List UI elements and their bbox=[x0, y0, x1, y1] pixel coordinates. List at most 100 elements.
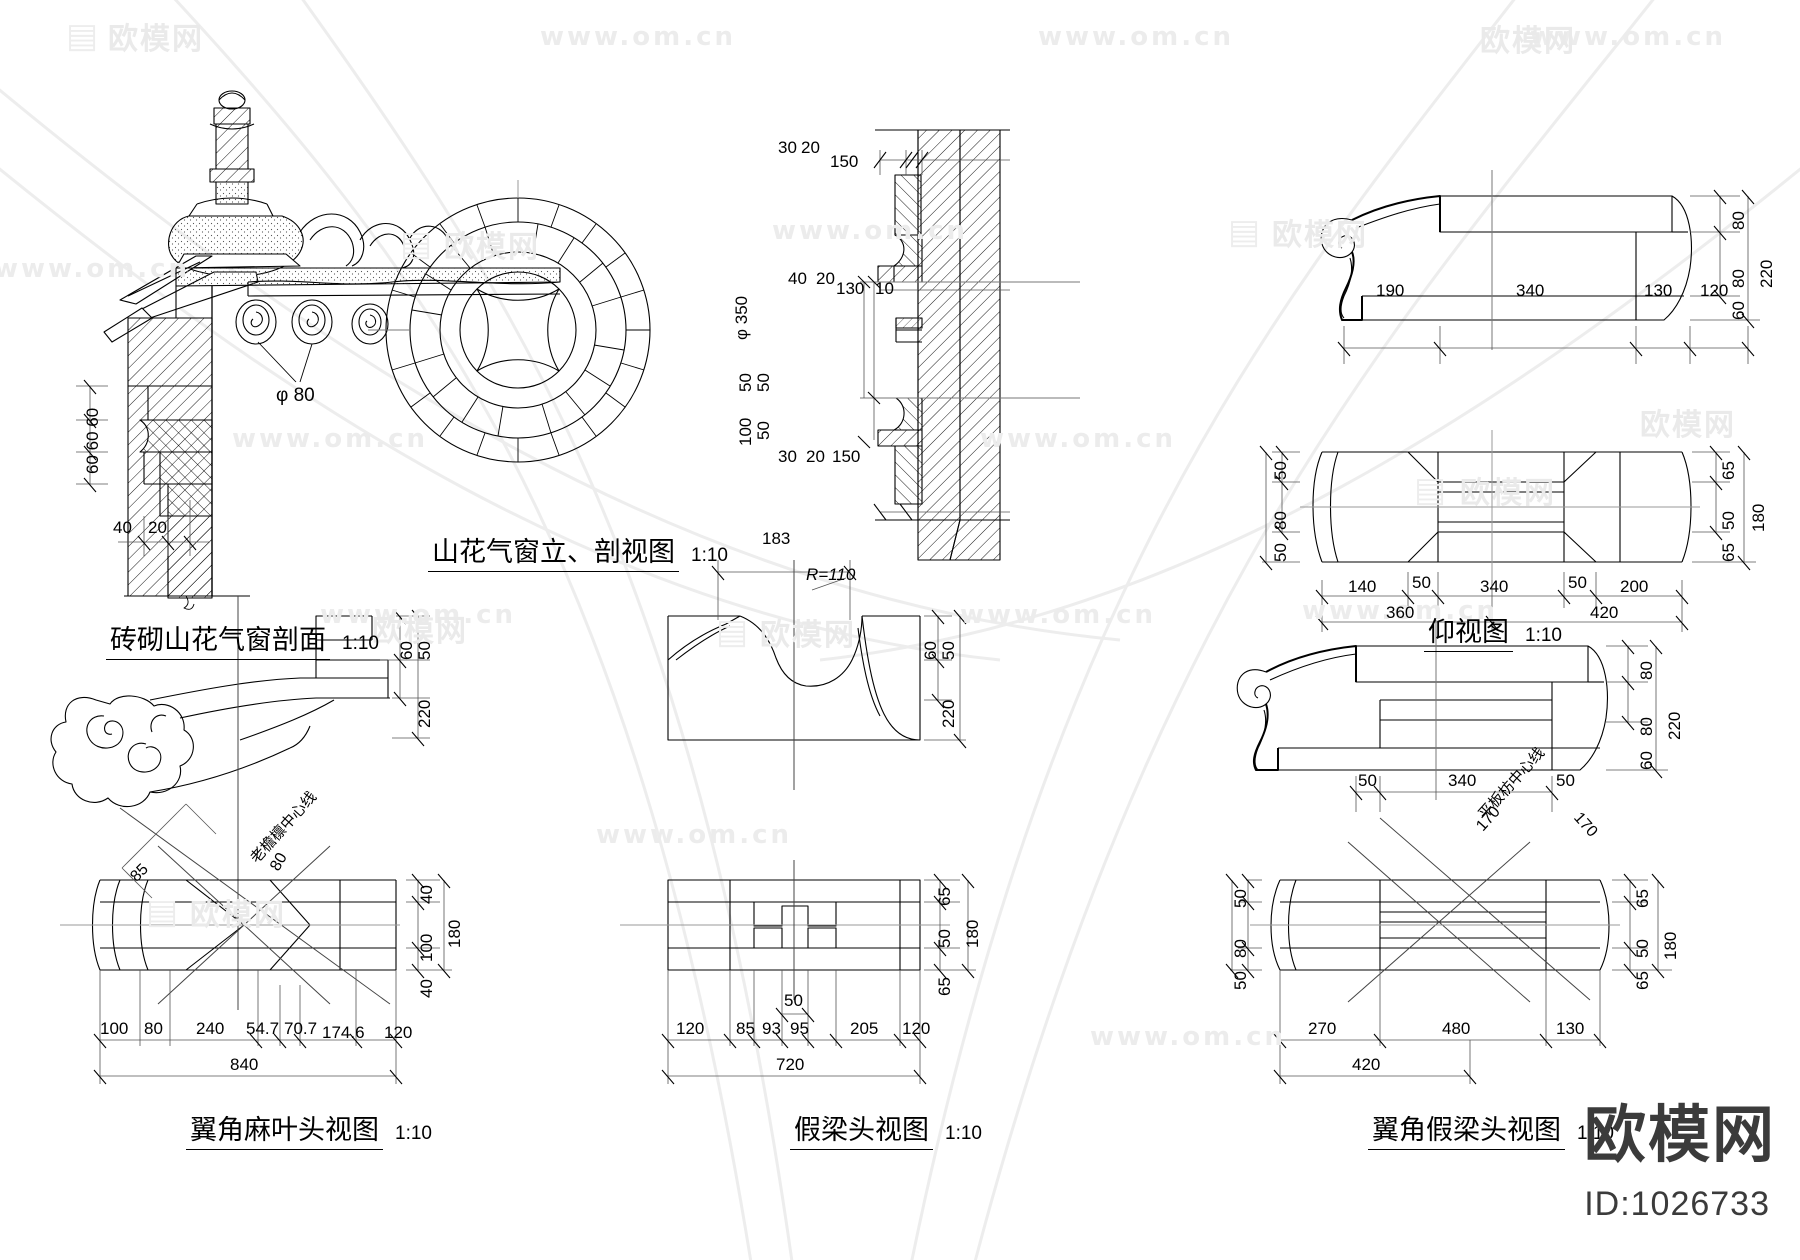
dim-93-view6: 93 bbox=[762, 1019, 781, 1038]
dim-60-view3: 60 bbox=[1729, 301, 1748, 320]
dim-85-view6: 85 bbox=[736, 1019, 755, 1038]
view-scale-4: 1:10 bbox=[395, 1123, 432, 1144]
dim-150-view2-top: 150 bbox=[830, 152, 859, 171]
dim-65-view6-b: 65 bbox=[935, 977, 954, 996]
dim-80-view3-b: 80 bbox=[1729, 269, 1748, 288]
dim-50-view7-l2: 50 bbox=[1231, 971, 1250, 990]
dim-240-view5: 240 bbox=[196, 1019, 225, 1038]
dim-150-view2-bot: 150 bbox=[832, 447, 861, 466]
dim-130-view2: 130 bbox=[836, 279, 865, 298]
dim-50-view6: 50 bbox=[939, 641, 958, 660]
dim-65-view7-r1: 65 bbox=[1633, 889, 1652, 908]
view-scale-6: 1:10 bbox=[1577, 1123, 1614, 1144]
dim-50-view7-l1: 50 bbox=[1231, 889, 1250, 908]
dim-120-view3: 120 bbox=[1700, 281, 1729, 300]
dim-360-view4: 360 bbox=[1386, 603, 1415, 622]
dim-40-view5-b: 40 bbox=[417, 979, 436, 998]
dim-100-view5: 100 bbox=[417, 933, 436, 962]
dim-40-view1: 40 bbox=[113, 518, 132, 537]
view-title-wing-false-beam: 翼角假梁头视图 1:10 bbox=[1368, 1108, 1614, 1150]
dim-phi-350: φ 350 bbox=[732, 295, 751, 340]
view-title-text-4: 翼角麻叶头视图 bbox=[186, 1115, 383, 1150]
view-title-text-2: 山花气窗立、剖视图 bbox=[428, 537, 679, 572]
dim-220-view7: 220 bbox=[1665, 711, 1684, 740]
view-scale-1: 1:10 bbox=[342, 633, 379, 654]
dim-50-view4-b2: 50 bbox=[1568, 573, 1587, 592]
brand-logo: 欧模网 bbox=[1583, 1101, 1776, 1170]
dim-50-view5: 50 bbox=[415, 641, 434, 660]
dim-220-view3: 220 bbox=[1757, 259, 1776, 288]
dim-80-view7-l: 80 bbox=[1231, 939, 1250, 958]
dim-220-view5: 220 bbox=[415, 699, 434, 728]
dim-50-view2-a: 50 bbox=[736, 373, 755, 392]
dim-30-view2-top: 30 bbox=[778, 138, 797, 157]
dim-80-view4-l: 80 bbox=[1271, 511, 1290, 530]
dim-50-view4-l2: 50 bbox=[1271, 543, 1290, 562]
dim-20-view2: 20 bbox=[816, 269, 835, 288]
dim-65-view6-a: 65 bbox=[935, 887, 954, 906]
dim-205-view6: 205 bbox=[850, 1019, 879, 1038]
view-title-text-3: 仰视图 bbox=[1424, 617, 1513, 652]
dim-65-view7-r2: 65 bbox=[1633, 971, 1652, 990]
asset-id-label: ID:1026733 bbox=[1584, 1185, 1770, 1223]
view-scale-5: 1:10 bbox=[945, 1123, 982, 1144]
dim-65-view4-r1: 65 bbox=[1719, 461, 1738, 480]
dim-20-view1: 20 bbox=[148, 518, 167, 537]
dim-50-view2-b: 50 bbox=[754, 373, 773, 392]
dim-340-view3: 340 bbox=[1516, 281, 1545, 300]
view-title-gable-vent: 山花气窗立、剖视图 1:10 bbox=[428, 530, 728, 572]
dim-20-view2-top: 20 bbox=[801, 138, 820, 157]
dim-120-view5: 120 bbox=[384, 1023, 413, 1042]
dim-270-view7: 270 bbox=[1308, 1019, 1337, 1038]
dim-180-view6: 180 bbox=[963, 919, 982, 948]
dim-180-view7: 180 bbox=[1661, 931, 1680, 960]
dim-30-view2-bot: 30 bbox=[778, 447, 797, 466]
dim-10-view2: 10 bbox=[875, 279, 894, 298]
dim-50-view6-plan: 50 bbox=[784, 991, 803, 1010]
dim-340-view4: 340 bbox=[1480, 577, 1509, 596]
note-R110: R=110 bbox=[806, 565, 856, 584]
dim-40-view5-a: 40 bbox=[417, 885, 436, 904]
dim-60-view7: 60 bbox=[1637, 751, 1656, 770]
dim-140-view4: 140 bbox=[1348, 577, 1377, 596]
dim-120-view6-a: 120 bbox=[676, 1019, 705, 1038]
view-scale-2: 1:10 bbox=[691, 545, 728, 566]
dim-50-view4-r: 50 bbox=[1719, 511, 1738, 530]
dim-50-view6-b: 50 bbox=[935, 929, 954, 948]
dim-180-view4: 180 bbox=[1749, 503, 1768, 532]
dim-420-view7: 420 bbox=[1352, 1055, 1381, 1074]
dim-60-view6: 60 bbox=[921, 641, 940, 660]
dim-80-view7-a: 80 bbox=[1637, 661, 1656, 680]
dim-54-7-view5: 54.7 bbox=[246, 1019, 280, 1038]
dim-80-view5-b: 80 bbox=[144, 1019, 163, 1038]
dim-200-view4: 200 bbox=[1620, 577, 1649, 596]
dim-190-view3: 190 bbox=[1376, 281, 1405, 300]
dim-80-view3-a: 80 bbox=[1729, 211, 1748, 230]
dim-60-view5: 60 bbox=[397, 641, 416, 660]
dim-95-view6: 95 bbox=[790, 1019, 809, 1038]
dim-220-view6: 220 bbox=[939, 699, 958, 728]
dim-60-60-60: 60 60 60 bbox=[83, 407, 102, 474]
dim-180-view5: 180 bbox=[445, 919, 464, 948]
view-title-wing-mayetou: 翼角麻叶头视图 1:10 bbox=[186, 1108, 432, 1150]
dim-130-view3: 130 bbox=[1644, 281, 1673, 300]
dim-183-view6: 183 bbox=[762, 529, 791, 548]
dim-50-view4-l1: 50 bbox=[1271, 461, 1290, 480]
dim-480-view7: 480 bbox=[1442, 1019, 1471, 1038]
view-title-text-1: 砖砌山花气窗剖面 bbox=[106, 625, 330, 660]
dim-120-view6-b: 120 bbox=[902, 1019, 931, 1038]
dim-65-view4-r2: 65 bbox=[1719, 543, 1738, 562]
dim-40-view2: 40 bbox=[788, 269, 807, 288]
dim-50-view7-r: 50 bbox=[1633, 939, 1652, 958]
dim-50-view7-b: 50 bbox=[1556, 771, 1575, 790]
dim-720-view6: 720 bbox=[776, 1055, 805, 1074]
dim-50-view4-b1: 50 bbox=[1412, 573, 1431, 592]
view-title-brick-gable-section: 砖砌山花气窗剖面 1:10 bbox=[106, 618, 379, 660]
view-title-text-6: 翼角假梁头视图 bbox=[1368, 1115, 1565, 1150]
dim-50-view2-c: 50 bbox=[754, 421, 773, 440]
